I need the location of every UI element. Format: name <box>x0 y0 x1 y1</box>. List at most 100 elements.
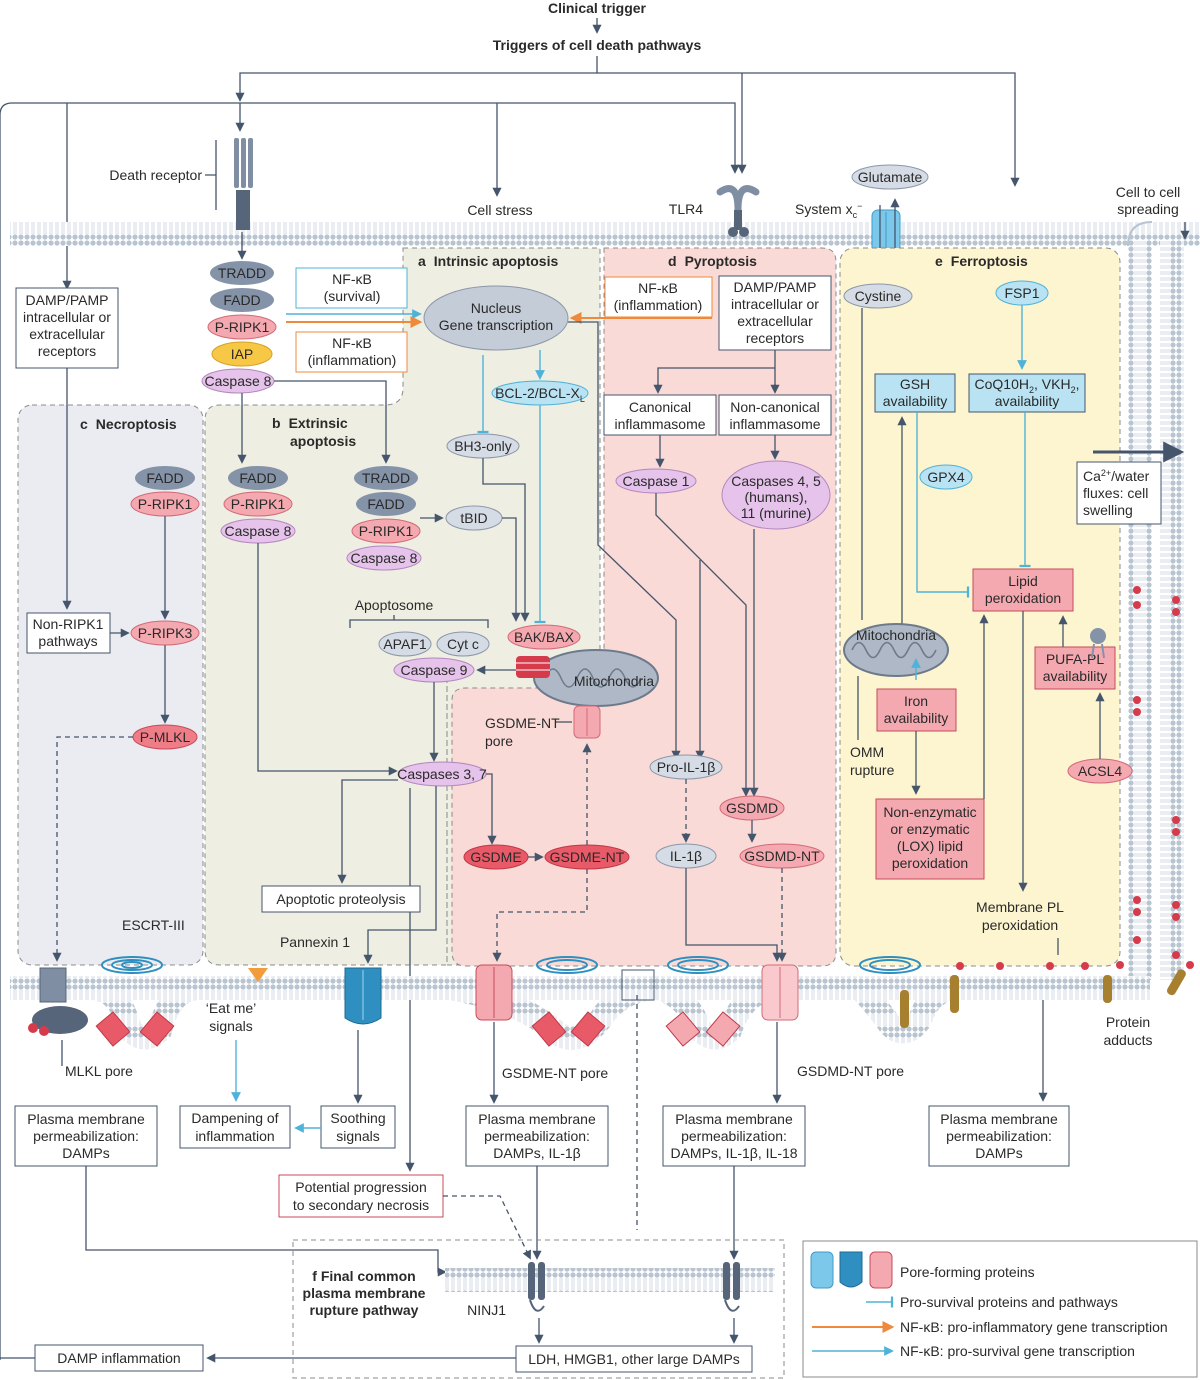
ext-tradd: TRADD <box>354 466 418 490</box>
node-apaf1: APAF1 <box>378 631 432 657</box>
svg-text:signals: signals <box>336 1128 380 1144</box>
ldh-box <box>515 1345 753 1373</box>
cell-stress-label: Cell stress <box>467 202 532 218</box>
svg-text:to secondary necrosis: to secondary necrosis <box>293 1197 429 1213</box>
death-receptor-icon <box>234 138 253 230</box>
pm-perm-necro-box <box>14 1105 158 1167</box>
lipid-peroxide-dots <box>956 586 1194 970</box>
panel-b-title-line2: apoptosis <box>290 433 356 449</box>
nucleus-node <box>423 285 569 351</box>
svg-text:inflammasome: inflammasome <box>729 416 820 432</box>
node-caspase9: Caspase 9 <box>393 657 475 683</box>
svg-text:NF-κB: NF-κB <box>638 280 678 296</box>
node-pripk1: P-RIPK1 <box>207 314 277 340</box>
svg-text:permeabilization:: permeabilization: <box>33 1128 139 1144</box>
necro-pripk3: P-RIPK3 <box>130 620 200 646</box>
node-gsdmd: GSDMD <box>719 795 785 821</box>
svg-text:receptors: receptors <box>746 330 804 346</box>
legend-pore-icons <box>810 1251 893 1289</box>
svg-text:P-RIPK1: P-RIPK1 <box>215 319 270 335</box>
svg-text:Ca2+/water: Ca2+/water <box>1083 468 1150 484</box>
svg-text:availability: availability <box>995 393 1060 409</box>
panel-f-membrane <box>445 1268 775 1292</box>
svg-text:peroxidation: peroxidation <box>985 590 1061 606</box>
svg-text:Iron: Iron <box>904 693 928 709</box>
eat-me-signal-icon <box>248 968 268 982</box>
legend-nfkb-inflam: NF-κB: pro-inflammatory gene transcripti… <box>900 1319 1168 1335</box>
svg-text:CoQ10H2, VKH2,: CoQ10H2, VKH2, <box>975 376 1080 395</box>
panel-f-final-pathway <box>292 1239 785 1379</box>
svg-text:Caspase 1: Caspase 1 <box>623 473 690 489</box>
lipid-peroxidation-box <box>972 568 1074 612</box>
plasma-membrane-right <box>1128 240 1152 980</box>
svg-text:P-MLKL: P-MLKL <box>140 729 191 745</box>
node-pro-il1b: Pro-IL-1β <box>649 754 723 780</box>
ext-caspase8-2: Caspase 8 <box>346 545 422 571</box>
ninj1-label: NINJ1 <box>467 1302 506 1318</box>
necro-pmlkl: P-MLKL <box>132 724 198 750</box>
svg-text:FSP1: FSP1 <box>1004 285 1039 301</box>
svg-text:Caspases 4, 5: Caspases 4, 5 <box>731 473 821 489</box>
svg-text:Apoptotic proteolysis: Apoptotic proteolysis <box>276 891 405 907</box>
legend-prosurvival: Pro-survival proteins and pathways <box>900 1294 1118 1310</box>
svg-text:fluxes: cell: fluxes: cell <box>1083 485 1148 501</box>
necro-pripk1: P-RIPK1 <box>130 491 200 517</box>
mlkl-pore-icon <box>28 967 88 1036</box>
panel-f-title-3: rupture pathway <box>310 1302 419 1318</box>
svg-text:swelling: swelling <box>1083 502 1133 518</box>
svg-text:Non-enzymatic: Non-enzymatic <box>883 804 976 820</box>
svg-text:extracellular: extracellular <box>29 326 105 342</box>
apoptosome-label: Apoptosome <box>355 597 434 613</box>
node-fsp1: FSP1 <box>995 280 1049 306</box>
pufa-box <box>1034 646 1116 690</box>
svg-text:permeabilization:: permeabilization: <box>484 1128 590 1144</box>
svg-text:Plasma membrane: Plasma membrane <box>940 1111 1058 1127</box>
svg-text:extracellular: extracellular <box>737 313 813 329</box>
legend <box>802 1240 1198 1378</box>
triggers-title: Triggers of cell death pathways <box>493 37 702 53</box>
svg-text:Gene transcription: Gene transcription <box>439 317 553 333</box>
gsdmd-nt-pore-icon <box>761 964 799 1021</box>
apoptotic-proteolysis-box <box>261 885 421 913</box>
node-acsl4: ACSL4 <box>1067 758 1133 784</box>
svg-text:(LOX) lipid: (LOX) lipid <box>897 838 963 854</box>
non-ripk1-box <box>26 612 111 654</box>
svg-text:Non-canonical: Non-canonical <box>730 399 820 415</box>
canonical-inflammasome-box <box>603 394 717 436</box>
omm-rupture-2: rupture <box>850 762 895 778</box>
svg-text:Caspase 8: Caspase 8 <box>225 523 292 539</box>
ferro-mito-label: Mitochondria <box>856 627 936 643</box>
svg-text:LDH, HMGB1, other large DAMPs: LDH, HMGB1, other large DAMPs <box>528 1351 740 1367</box>
svg-text:DAMP/PAMP: DAMP/PAMP <box>734 279 817 295</box>
protein-adducts-2: adducts <box>1103 1032 1152 1048</box>
ext-fadd: FADD <box>228 466 288 490</box>
svg-text:permeabilization:: permeabilization: <box>946 1128 1052 1144</box>
svg-text:DAMPs, IL-1β, IL-18: DAMPs, IL-1β, IL-18 <box>670 1145 797 1161</box>
dampening-box <box>179 1105 291 1149</box>
svg-text:P-RIPK1: P-RIPK1 <box>138 496 193 512</box>
node-caspase1: Caspase 1 <box>615 468 697 494</box>
node-gsdmd-nt: GSDMD-NT <box>739 843 825 869</box>
svg-text:Pro-IL-1β: Pro-IL-1β <box>657 759 716 775</box>
svg-text:TRADD: TRADD <box>362 470 410 486</box>
svg-text:Caspase 8: Caspase 8 <box>351 550 418 566</box>
gsdmd-nt-pore-label: GSDMD-NT pore <box>797 1063 904 1079</box>
clinical-trigger: Clinical trigger <box>548 0 647 16</box>
membrane-pl-2: peroxidation <box>982 917 1058 933</box>
svg-text:permeabilization:: permeabilization: <box>681 1128 787 1144</box>
glutamate-label: Glutamate <box>858 169 923 185</box>
noncanonical-inflammasome-box <box>718 394 832 436</box>
gsdme-nt-pore-label: GSDME-NT pore <box>502 1065 609 1081</box>
svg-text:IAP: IAP <box>231 346 254 362</box>
svg-text:Lipid: Lipid <box>1008 573 1038 589</box>
damp-inflammation-box <box>34 1344 204 1372</box>
svg-text:P-RIPK1: P-RIPK1 <box>359 523 414 539</box>
ext-pripk1-2: P-RIPK1 <box>351 518 421 544</box>
svg-text:IL-1β: IL-1β <box>670 848 702 864</box>
svg-text:Plasma membrane: Plasma membrane <box>27 1111 145 1127</box>
svg-text:Plasma membrane: Plasma membrane <box>675 1111 793 1127</box>
death-receptor-label: Death receptor <box>109 167 202 183</box>
